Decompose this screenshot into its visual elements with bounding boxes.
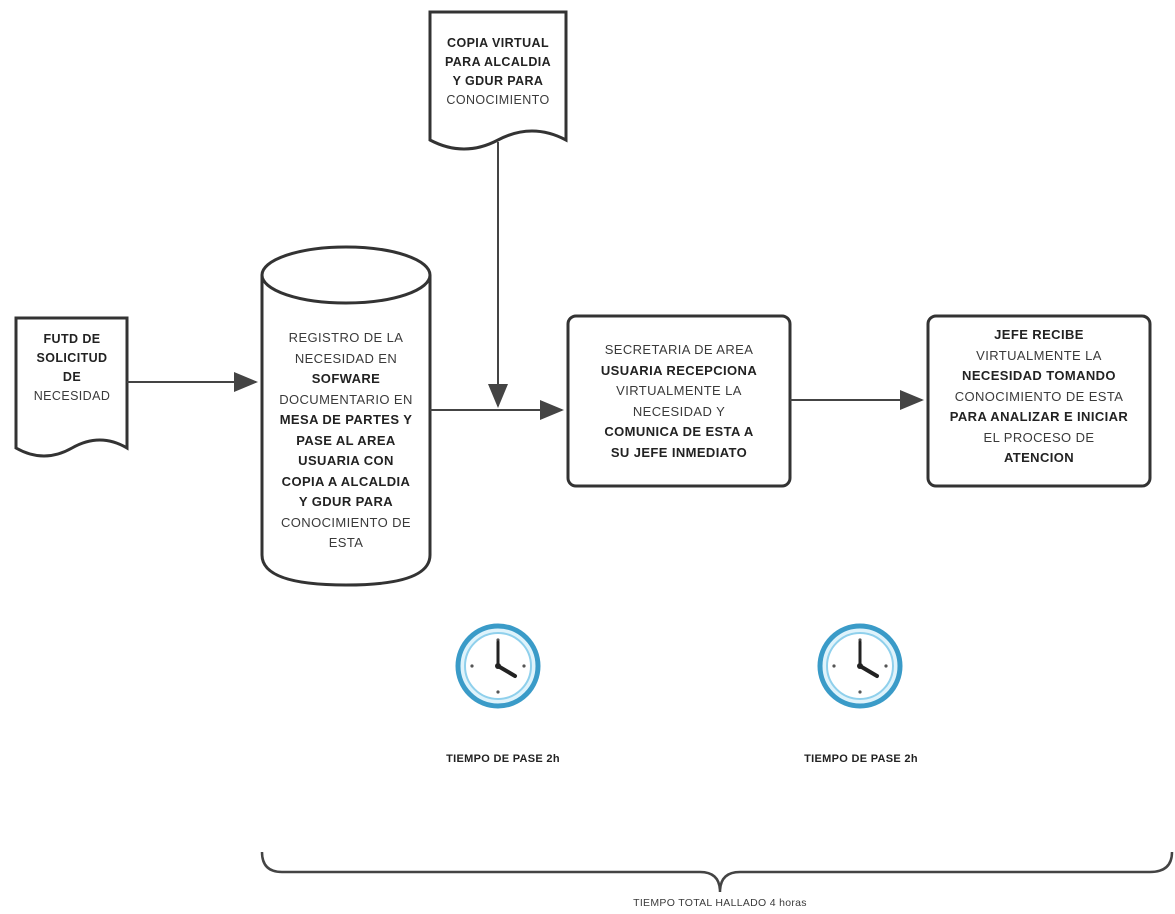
futd-line-2: SOLICITUD [36,351,108,365]
copia-line-3: Y GDUR PARA [452,74,544,88]
futd-document-shape [14,316,129,458]
timer-label-2: TIEMPO DE PASE 2h [804,753,918,765]
jefe-line-7: ATENCION [1003,450,1075,465]
secretaria-line-4: NECESIDAD Y [632,403,726,419]
copia-line-1: COPIA VIRTUAL [447,36,549,50]
jefe-line-4: CONOCIMIENTO DE ESTA [954,388,1124,404]
registro-line-2: NECESIDAD EN [294,350,398,366]
secretaria-line-2: USUARIA RECEPCIONA [600,362,758,378]
total-time-label: TIEMPO TOTAL HALLADO 4 horas [633,897,807,909]
secretaria-line-3: VIRTUALMENTE LA [616,383,742,398]
registro-line-9: Y GDUR PARA [298,494,394,509]
jefe-process-shape [926,314,1152,488]
secretaria-line-1: SECRETARIA DE AREA [604,342,754,357]
registro-line-11: ESTA [328,535,364,550]
registro-line-10: CONOCIMIENTO DE [281,514,411,530]
futd-line-1: FUTD DE [43,332,101,346]
copia-line-4: CONOCIMIENTO [446,93,550,107]
copia-label: COPIA VIRTUAL PARA ALCALDIA Y GDUR PARA … [430,34,566,110]
copia-document-shape [428,10,568,151]
jefe-label: JEFE RECIBE VIRTUALMENTE LA NECESIDAD TO… [928,325,1150,469]
futd-line-4: NECESIDAD [33,389,111,403]
registro-line-7: USUARIA CON [298,453,394,468]
jefe-line-6: EL PROCESO DE [983,429,1095,445]
registro-label: REGISTRO DE LA NECESIDAD EN SOFWARE DOCU… [262,328,430,554]
registro-line-3: SOFWARE [311,371,381,386]
clock-icon [455,623,541,709]
registro-line-1: REGISTRO DE LA [288,330,404,345]
secretaria-line-5: COMUNICA DE ESTA A [604,424,754,439]
registro-line-5: MESA DE PARTES Y [279,412,413,427]
registro-line-8: COPIA A ALCALDIA [281,473,411,489]
registro-line-4: DOCUMENTARIO EN [279,391,413,407]
jefe-line-5: PARA ANALIZAR E INICIAR [949,409,1129,424]
total-time-brace [260,851,1174,893]
clock-icon [817,623,903,709]
jefe-line-3: NECESIDAD TOMANDO [962,368,1116,383]
secretaria-line-6: SU JEFE INMEDIATO [610,444,748,460]
copia-line-2: PARA ALCALDIA [444,55,552,69]
registro-line-6: PASE AL AREA [296,432,396,448]
futd-label: FUTD DE SOLICITUD DE NECESIDAD [18,330,126,406]
registro-database-shape [260,245,432,587]
jefe-line-2: VIRTUALMENTE LA [976,347,1102,363]
jefe-line-1: JEFE RECIBE [994,327,1084,342]
timer-label-1: TIEMPO DE PASE 2h [446,753,560,765]
futd-line-3: DE [62,370,82,384]
secretaria-label: SECRETARIA DE AREA USUARIA RECEPCIONA VI… [568,340,790,463]
